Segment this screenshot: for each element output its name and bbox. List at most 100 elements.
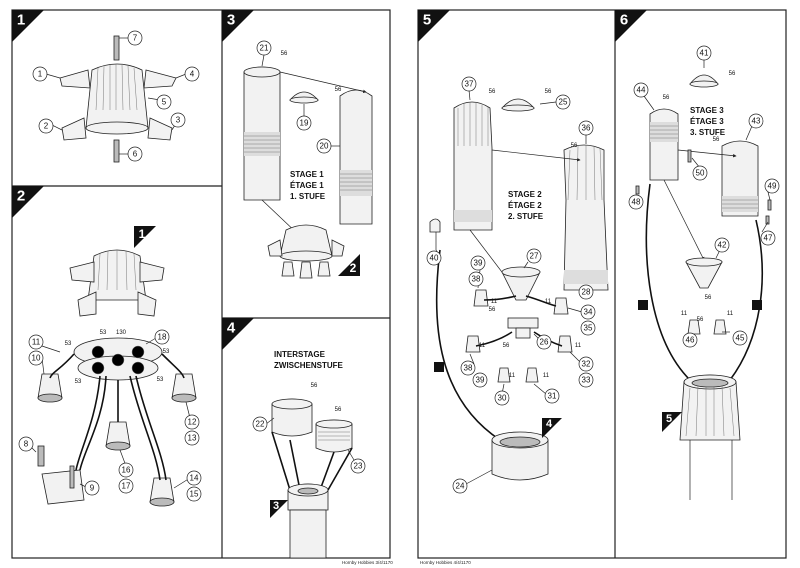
footer-left: Hornby Hobbies 3/4/1170	[342, 560, 393, 565]
part-callout: 43	[748, 113, 764, 129]
subassembly-marker: 5	[666, 413, 672, 425]
part-callout: 22	[252, 416, 268, 432]
svg-text:56: 56	[489, 307, 496, 313]
svg-text:11: 11	[545, 299, 552, 305]
part-callout: 21	[256, 40, 272, 56]
svg-text:11: 11	[543, 373, 550, 379]
svg-text:49: 49	[768, 182, 777, 191]
svg-text:32: 32	[582, 360, 591, 369]
svg-text:19: 19	[300, 119, 309, 128]
step-badge-2: 2	[12, 186, 44, 218]
part-callout: 16	[118, 462, 134, 478]
svg-text:56: 56	[281, 51, 288, 57]
stage-1-caption: 1. STUFE	[290, 192, 326, 201]
step-3-diagram: 2 STAGE 1 ÉTAGE 1 1. STUFE 56 56 21 19 2…	[243, 40, 373, 279]
step-badge-1: 1	[12, 10, 44, 42]
part-callout: 24	[452, 478, 468, 494]
svg-text:50: 50	[696, 169, 705, 178]
step-badge-4: 4	[222, 318, 254, 350]
part-callout: 48	[628, 194, 644, 210]
svg-text:5: 5	[162, 98, 167, 107]
part-callout: 5	[156, 94, 172, 110]
svg-text:11: 11	[479, 343, 486, 349]
svg-text:8: 8	[24, 440, 29, 449]
svg-text:3: 3	[176, 116, 181, 125]
part-callout: 15	[186, 486, 202, 502]
interstage-caption: INTERSTAGE	[274, 350, 326, 359]
svg-text:41: 41	[700, 49, 709, 58]
svg-text:53: 53	[65, 341, 72, 347]
svg-text:9: 9	[90, 484, 95, 493]
part-callout: 2	[38, 118, 54, 134]
stage-1-caption: ÉTAGE 1	[290, 181, 324, 190]
part-callout: 17	[118, 478, 134, 494]
part-callout: 19	[296, 115, 312, 131]
part-callout: 11	[28, 334, 44, 350]
svg-text:46: 46	[686, 336, 695, 345]
svg-text:36: 36	[582, 124, 591, 133]
part-callout: 46	[682, 332, 698, 348]
part-callout: 20	[316, 138, 332, 154]
svg-text:53: 53	[157, 377, 164, 383]
stage-3-caption: 3. STUFE	[690, 128, 726, 137]
svg-text:15: 15	[190, 490, 199, 499]
part-callout: 7	[127, 30, 143, 46]
part-callout: 41	[696, 45, 712, 61]
svg-text:30: 30	[498, 394, 507, 403]
svg-text:56: 56	[335, 87, 342, 93]
svg-text:31: 31	[548, 392, 557, 401]
svg-text:56: 56	[663, 95, 670, 101]
part-callout: 35	[580, 320, 596, 336]
svg-text:56: 56	[311, 383, 318, 389]
step-2-diagram: 1 53 130	[18, 226, 202, 507]
svg-text:22: 22	[256, 420, 265, 429]
part-callout: 13	[184, 430, 200, 446]
svg-text:56: 56	[729, 71, 736, 77]
svg-text:56: 56	[697, 317, 704, 323]
svg-text:48: 48	[632, 198, 641, 207]
svg-text:14: 14	[190, 474, 199, 483]
svg-text:34: 34	[584, 308, 593, 317]
subassembly-marker: 2	[350, 261, 357, 275]
svg-text:130: 130	[116, 330, 127, 336]
part-callout: 39	[472, 372, 488, 388]
part-callout: 38	[460, 360, 476, 376]
stage-3-caption: ÉTAGE 3	[690, 117, 724, 126]
svg-text:6: 6	[133, 150, 138, 159]
svg-text:25: 25	[559, 98, 568, 107]
svg-text:11: 11	[509, 373, 516, 379]
part-callout: 26	[536, 334, 552, 350]
part-callout: 45	[732, 330, 748, 346]
svg-text:37: 37	[465, 80, 474, 89]
svg-text:4: 4	[190, 70, 195, 79]
part-callout: 12	[184, 414, 200, 430]
svg-text:12: 12	[188, 418, 197, 427]
step-badge-6: 6	[615, 10, 647, 42]
stage-1-caption: STAGE 1	[290, 170, 324, 179]
svg-text:16: 16	[122, 466, 131, 475]
svg-text:44: 44	[637, 86, 646, 95]
stage-2-caption: ÉTAGE 2	[508, 201, 542, 210]
part-callout: 31	[544, 388, 560, 404]
svg-text:21: 21	[260, 44, 269, 53]
part-callout: 39	[470, 255, 486, 271]
step-number: 1	[17, 12, 25, 29]
interstage-caption: ZWISCHENSTUFE	[274, 361, 344, 370]
svg-text:39: 39	[474, 259, 483, 268]
svg-text:56: 56	[545, 89, 552, 95]
stage-2-caption: 2. STUFE	[508, 212, 544, 221]
svg-text:17: 17	[122, 482, 131, 491]
subassembly-marker: 3	[273, 500, 279, 512]
svg-text:53: 53	[163, 349, 170, 355]
part-callout: 3	[170, 112, 186, 128]
part-callout: 25	[555, 94, 571, 110]
subassembly-marker: 4	[546, 418, 553, 430]
svg-text:45: 45	[736, 334, 745, 343]
footer-right: Hornby Hobbies 4/4/1170	[420, 560, 471, 565]
part-callout: 18	[154, 329, 170, 345]
stage-2-caption: STAGE 2	[508, 190, 542, 199]
svg-text:47: 47	[764, 234, 773, 243]
svg-text:56: 56	[713, 137, 720, 143]
step-number: 4	[227, 320, 236, 337]
svg-text:24: 24	[456, 482, 465, 491]
